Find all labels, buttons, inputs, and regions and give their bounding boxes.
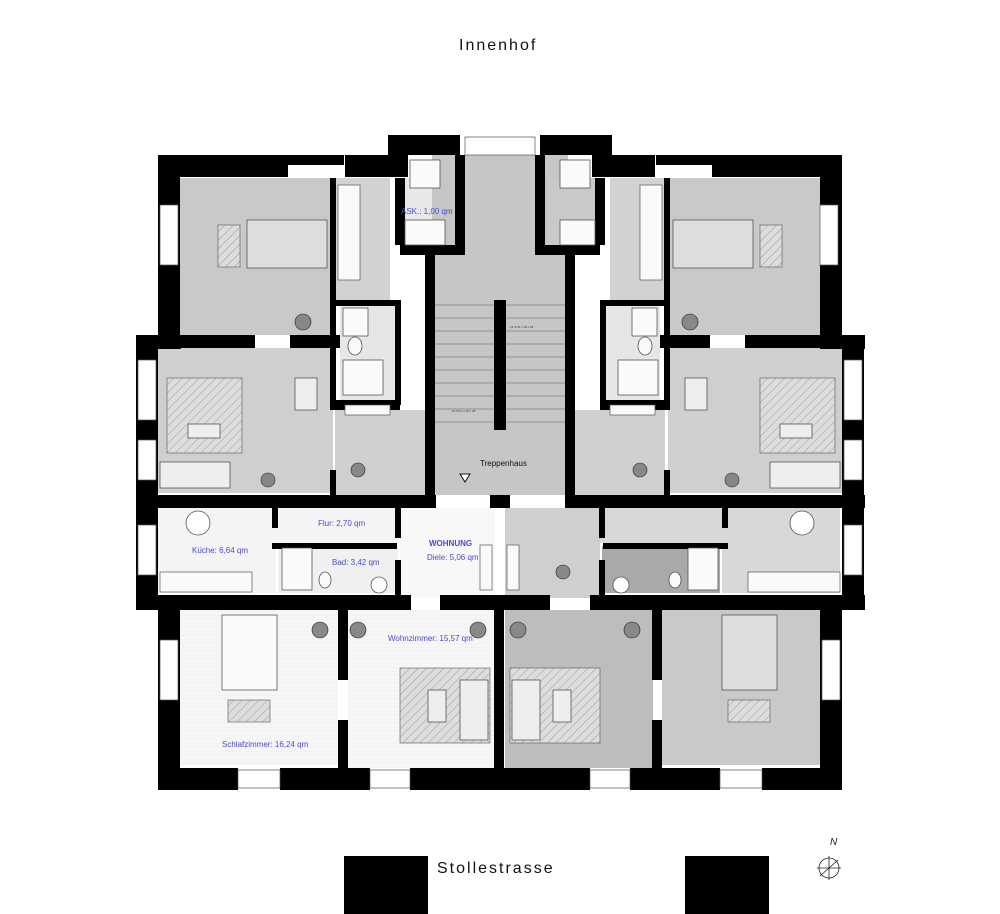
street-block-right	[685, 856, 769, 914]
furniture-tables	[159, 377, 841, 741]
room-corridor-br	[600, 508, 722, 543]
kitchen-label: Küche: 6,64 qm	[192, 546, 248, 555]
furniture-baths	[281, 159, 719, 591]
apartment-label: WOHNUNG	[429, 539, 472, 548]
stair-note-bottom: 12 STG x 18 x 28	[452, 409, 476, 413]
furniture-plants	[260, 313, 740, 639]
walls	[136, 135, 865, 790]
stair-arrow	[459, 473, 471, 483]
hall-label: Diele: 5,06 qm	[427, 553, 479, 562]
stair-steps	[435, 304, 565, 423]
corridor-label: Flur: 2,70 qm	[318, 519, 365, 528]
room-hall-bl	[400, 508, 495, 598]
furniture-round-tables	[185, 510, 815, 594]
street-block-left	[344, 856, 428, 914]
north-letter: N	[830, 837, 838, 848]
room-hall-mr	[575, 410, 665, 495]
room-corridor-bl	[276, 508, 398, 543]
room-hall-ml	[335, 410, 425, 495]
stair-note-top: 12 STG x 18 x 28	[510, 325, 534, 329]
courtyard-label: Innenhof	[459, 37, 538, 54]
bedroom-label: Schlafzimmer: 16,24 qm	[222, 740, 309, 749]
stairwell-label: Treppenhaus	[480, 459, 527, 468]
furniture-beds	[221, 219, 778, 691]
bathroom-label: Bad: 3,42 qm	[332, 558, 380, 567]
storage-label: ASK.: 1,00 qm	[401, 207, 453, 216]
street-label: Stollestrasse	[437, 860, 555, 877]
furniture-kitchens	[159, 184, 841, 593]
windows	[137, 136, 863, 789]
living-label: Wohnzimmer: 15,57 qm	[388, 634, 473, 643]
room-hall-br	[505, 508, 600, 598]
north-arrow-icon	[817, 856, 841, 880]
